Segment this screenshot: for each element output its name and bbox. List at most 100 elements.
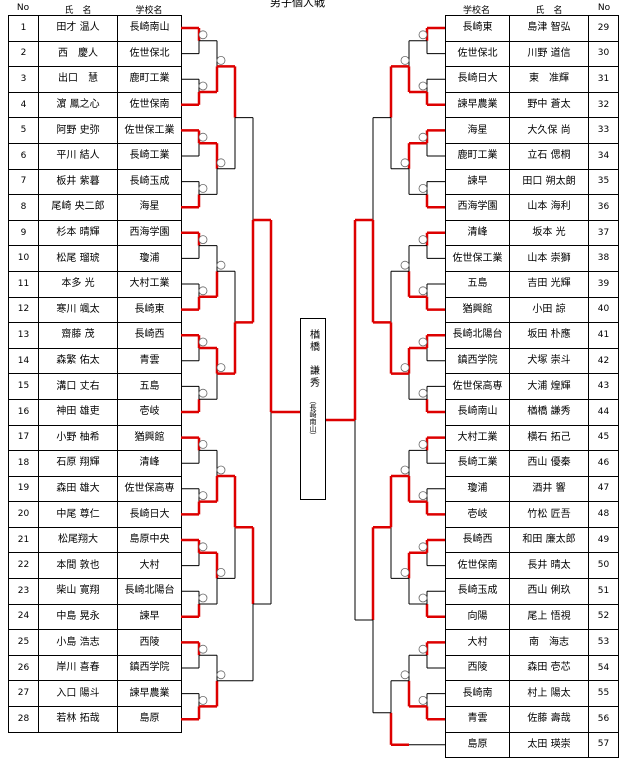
score-mark: [198, 491, 208, 501]
player-school: 鹿町工業: [445, 142, 510, 170]
score-mark: [418, 132, 428, 142]
player-name: 西山 優秦: [509, 450, 589, 477]
player-name: 村上 陽太: [509, 680, 589, 708]
player-name: 小島 浩志: [38, 629, 118, 656]
player-no: 45: [588, 424, 619, 452]
player-school: 島原中央: [117, 526, 182, 554]
player-no: 34: [588, 142, 619, 170]
score-mark: [400, 56, 410, 65]
score-mark: [418, 644, 428, 654]
player-school: 佐世保高専: [445, 373, 510, 400]
score-mark: [400, 568, 410, 577]
player-no: 51: [588, 578, 619, 605]
score-mark: [418, 439, 428, 449]
player-school: 諫早農業: [117, 680, 182, 708]
player-school: 長崎西: [445, 526, 510, 554]
score-mark: [418, 30, 428, 40]
player-name: 東 准輝: [509, 66, 589, 93]
player-name: 小田 諒: [509, 296, 589, 324]
player-name: 野中 蒼太: [509, 91, 589, 119]
player-name: 尾崎 央二郎: [38, 194, 118, 221]
player-no: 47: [588, 475, 619, 503]
header-no-right: No: [597, 3, 611, 13]
player-no: 52: [588, 603, 619, 631]
score-mark: [216, 465, 226, 475]
player-no: 57: [588, 731, 619, 759]
player-name: 長井 晴太: [509, 552, 589, 580]
player-no: 38: [588, 245, 619, 272]
player-school: 壱岐: [117, 398, 182, 426]
player-name: 西山 俐玖: [509, 578, 589, 605]
player-no: 41: [588, 322, 619, 349]
player-no: 56: [588, 706, 619, 733]
score-mark: [198, 81, 208, 91]
score-mark: [418, 388, 428, 398]
player-no: 36: [588, 194, 619, 221]
score-mark: [198, 235, 208, 245]
score-mark: [418, 696, 428, 705]
player-name: 太田 瑛崇: [509, 731, 589, 759]
player-school: 青雲: [445, 706, 510, 733]
champion-name: 楢橋 謙秀: [307, 329, 319, 389]
score-mark: [418, 491, 428, 501]
player-school: 壱岐: [445, 501, 510, 528]
player-name: 森田 壱芯: [509, 654, 589, 682]
player-school: 五島: [117, 373, 182, 400]
player-no: 55: [588, 680, 619, 708]
score-mark: [418, 183, 428, 193]
header-school-right: 学校名: [462, 6, 490, 16]
header-school-left: 学校名: [135, 6, 163, 16]
player-no: 14: [8, 347, 39, 375]
player-name: 島津 智弘: [509, 15, 589, 42]
score-mark: [198, 388, 208, 398]
player-no: 8: [8, 194, 39, 221]
score-mark: [216, 158, 226, 168]
champion-school: （長崎南山）: [309, 397, 317, 439]
player-school: 島原: [117, 706, 182, 733]
score-mark: [198, 337, 208, 347]
player-no: 35: [588, 168, 619, 196]
score-mark: [216, 363, 226, 373]
player-name: 犬塚 崇斗: [509, 347, 589, 375]
player-school: 長崎日大: [117, 501, 182, 528]
player-school: 海星: [117, 194, 182, 221]
player-school: 長崎南山: [445, 398, 510, 426]
player-no: 46: [588, 450, 619, 477]
player-school: 長崎北陽台: [117, 578, 182, 605]
player-name: 坂田 朴應: [509, 322, 589, 349]
score-mark: [400, 670, 410, 680]
score-mark: [418, 286, 428, 296]
player-school: 佐世保南: [117, 91, 182, 119]
score-mark: [418, 593, 428, 603]
player-school: 西海学園: [117, 219, 182, 247]
player-no: 2: [8, 40, 39, 68]
player-school: 猶興館: [117, 424, 182, 452]
player-no: 19: [8, 475, 39, 503]
score-mark: [198, 286, 208, 296]
score-mark: [418, 81, 428, 91]
player-school: 佐世保北: [445, 40, 510, 68]
